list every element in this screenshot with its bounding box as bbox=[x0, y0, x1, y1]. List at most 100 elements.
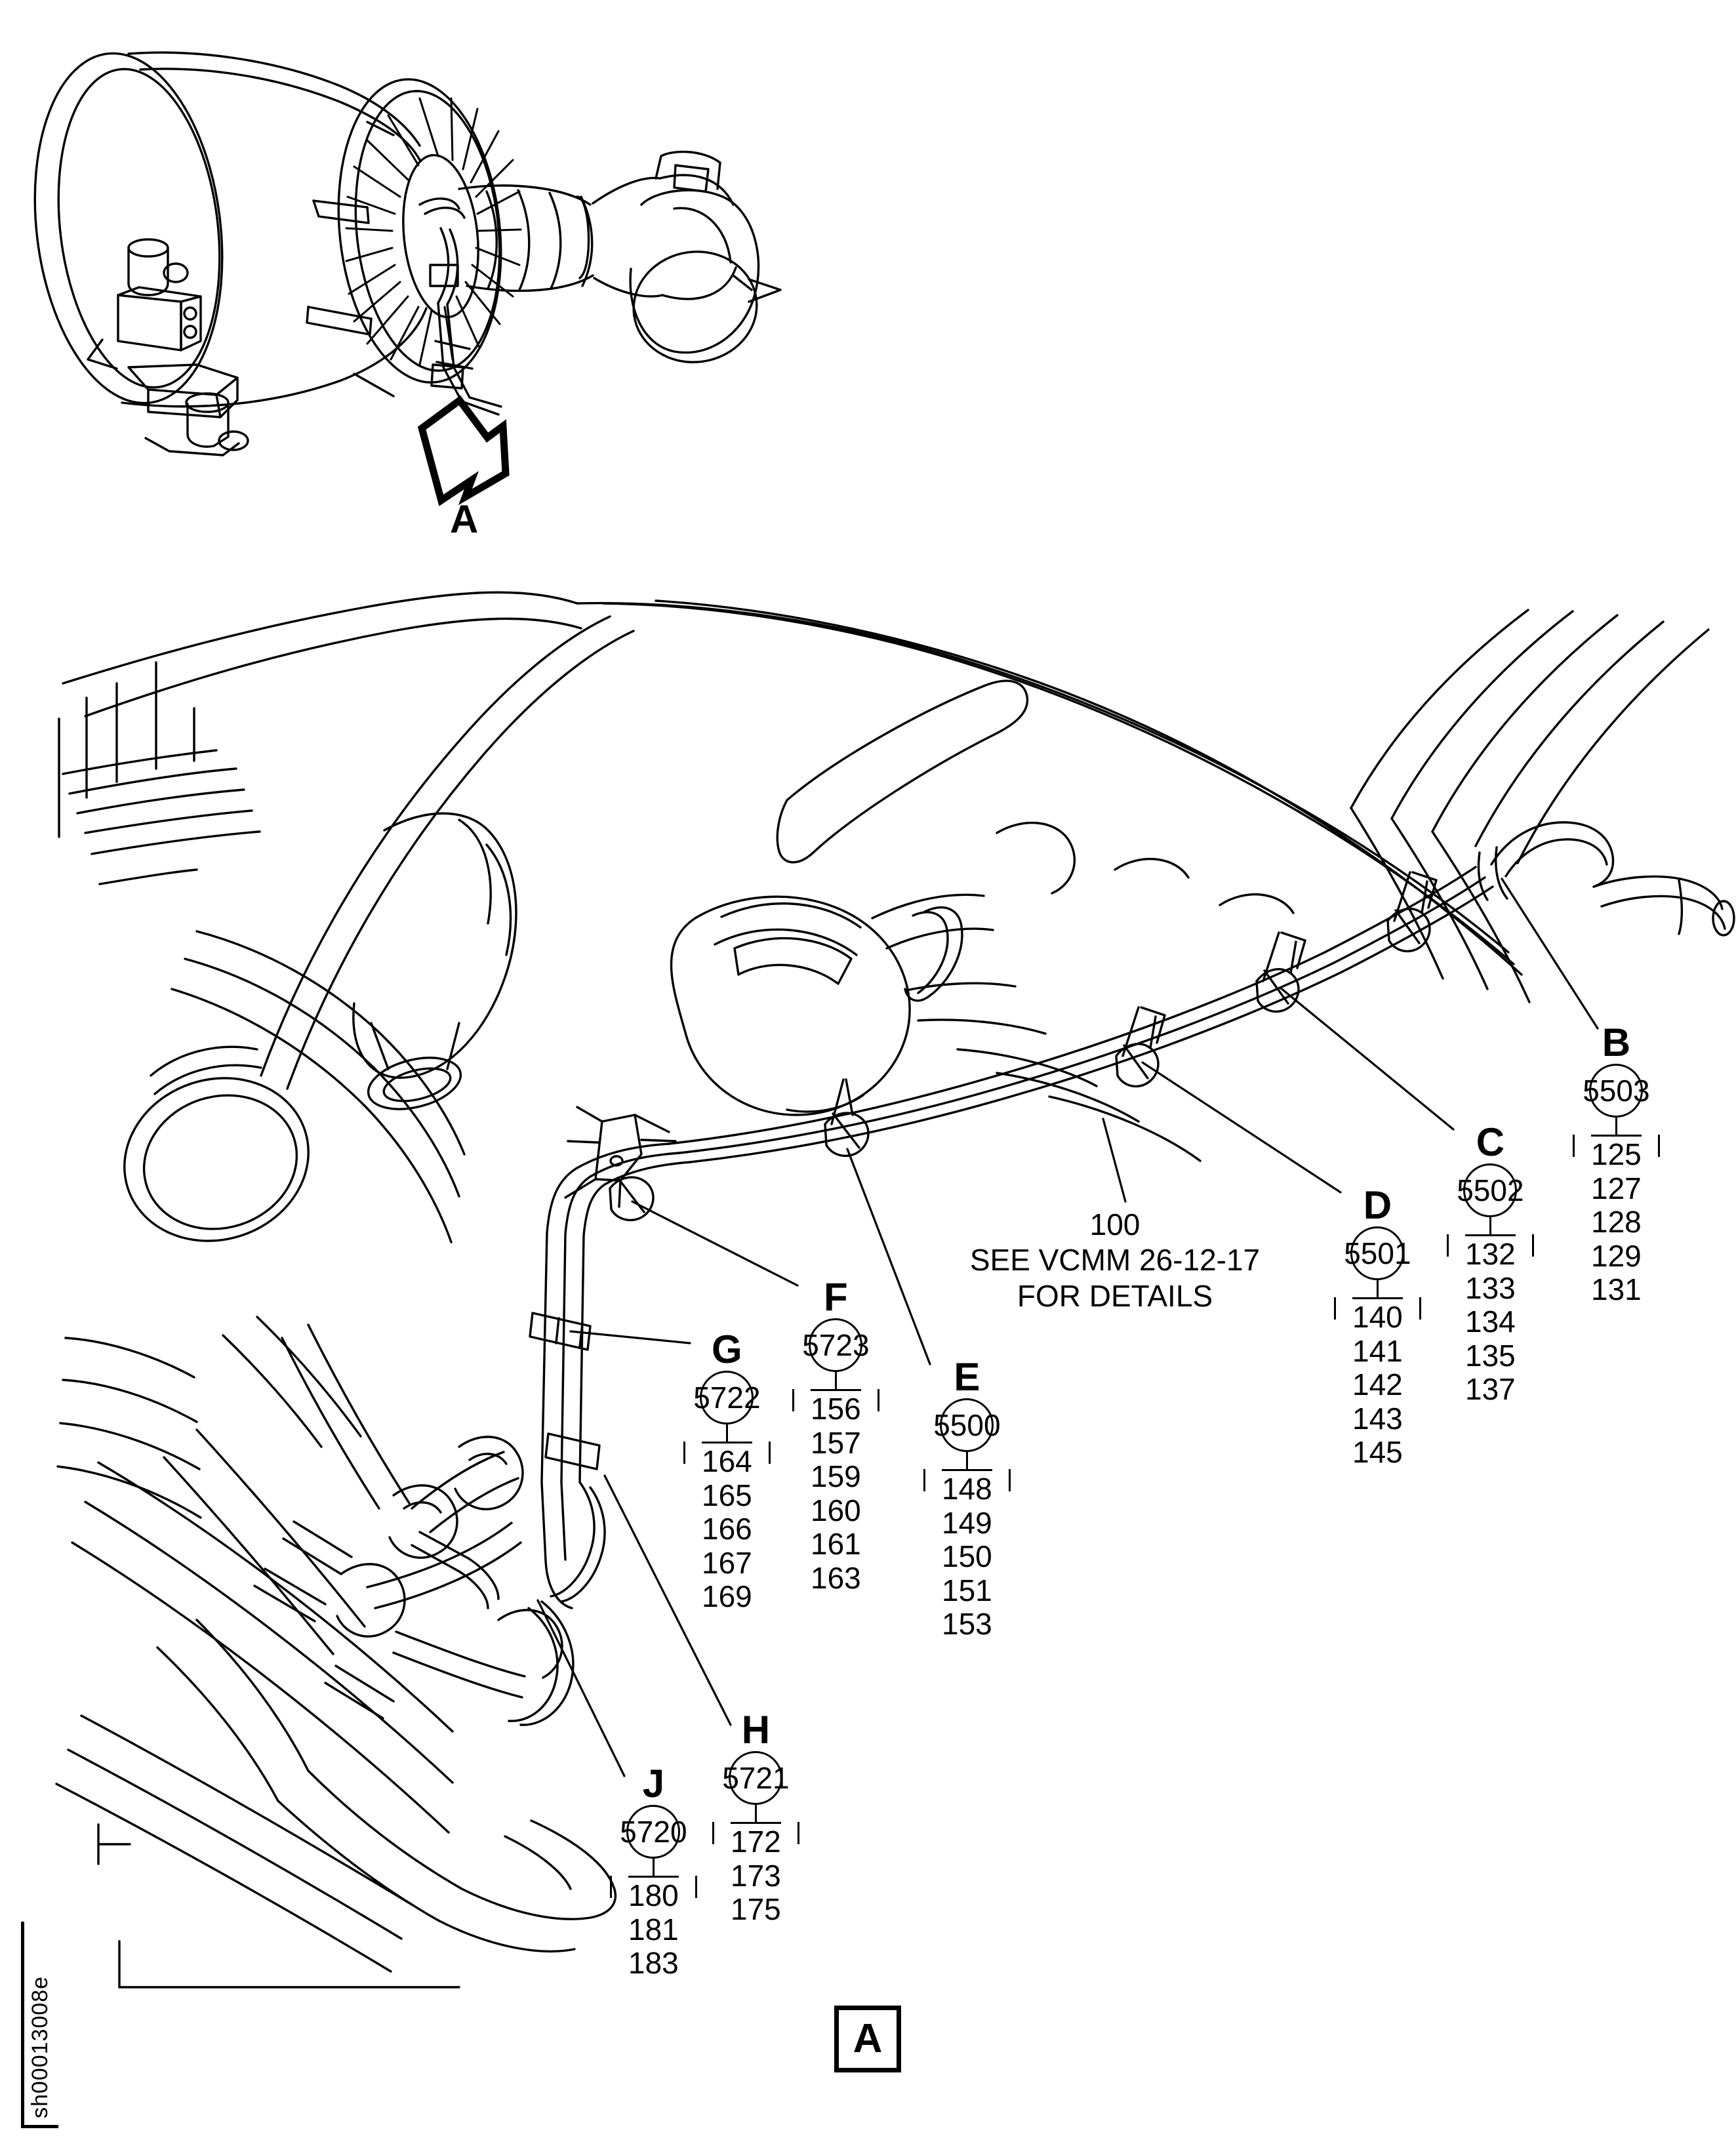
callout-e: E 5500 148 149 150 151 153 bbox=[923, 1358, 1011, 1642]
callout-h-items: 172 173 175 bbox=[712, 1822, 799, 1927]
callout-e-letter: E bbox=[954, 1355, 980, 1399]
callout-j-stem bbox=[652, 1859, 655, 1876]
callout-b-item-1: 127 bbox=[1591, 1171, 1642, 1205]
callout-b-stem bbox=[1615, 1118, 1617, 1135]
callout-j-bubble: 5720 bbox=[620, 1805, 687, 1859]
callout-b-item-3: 129 bbox=[1591, 1238, 1642, 1273]
callout-g-item-2: 166 bbox=[702, 1512, 752, 1546]
callout-j-bracket-bar bbox=[628, 1876, 679, 1878]
callout-c: C 5502 132 133 134 135 137 bbox=[1447, 1123, 1534, 1407]
callout-h-bracket: 172 bbox=[712, 1822, 799, 1859]
callout-d-item-0: 140 bbox=[1352, 1300, 1403, 1334]
callout-b-item-2: 128 bbox=[1591, 1205, 1642, 1240]
callout-f-bracket: 156 bbox=[792, 1389, 879, 1426]
callout-c-item-2: 134 bbox=[1465, 1304, 1516, 1339]
callout-d-item-3: 143 bbox=[1352, 1401, 1403, 1436]
callout-b-items: 125 127 128 129 131 bbox=[1573, 1135, 1660, 1307]
callout-c-item-0: 132 bbox=[1465, 1237, 1516, 1271]
view-arrow-label: A bbox=[450, 497, 479, 541]
callout-f-item-0: 156 bbox=[811, 1392, 861, 1426]
callout-c-letter: C bbox=[1476, 1120, 1505, 1164]
callout-g-letter: G bbox=[712, 1327, 742, 1371]
callout-d-letter: D bbox=[1363, 1183, 1392, 1227]
callout-e-bracket-bar bbox=[942, 1469, 992, 1471]
callout-g-bracket: 164 bbox=[683, 1442, 771, 1479]
callout-f-letter: F bbox=[824, 1275, 848, 1319]
callout-d-bracket-bar bbox=[1352, 1297, 1403, 1299]
callout-b-item-4: 131 bbox=[1591, 1272, 1642, 1307]
callout-h-item-1: 173 bbox=[731, 1858, 781, 1893]
callout-j-letter: J bbox=[642, 1762, 665, 1806]
view-identifier-box: A bbox=[834, 2006, 901, 2072]
callout-h-bracket-bar bbox=[731, 1822, 781, 1824]
sheet-id-label: sh00013008e bbox=[28, 1975, 52, 2118]
callout-h-item-2: 175 bbox=[731, 1892, 781, 1927]
callout-c-stem bbox=[1489, 1217, 1491, 1234]
callout-f-items: 156 157 159 160 161 163 bbox=[792, 1389, 879, 1595]
callout-f-item-5: 163 bbox=[811, 1560, 861, 1595]
callout-f: F 5723 156 157 159 160 161 163 bbox=[792, 1278, 879, 1595]
callout-f-stem bbox=[834, 1372, 837, 1389]
callout-d-bubble: 5501 bbox=[1344, 1226, 1411, 1280]
callout-e-item-3: 151 bbox=[942, 1573, 992, 1607]
callout-c-bracket: 132 bbox=[1447, 1234, 1534, 1272]
callout-e-item-1: 149 bbox=[942, 1505, 992, 1540]
callout-c-bracket-bar bbox=[1465, 1234, 1516, 1236]
callout-g-items: 164 165 166 167 169 bbox=[683, 1442, 771, 1614]
callout-d-stem bbox=[1376, 1280, 1379, 1297]
callout-e-items: 148 149 150 151 153 bbox=[923, 1469, 1011, 1642]
callout-j-item-0: 180 bbox=[628, 1878, 679, 1912]
callout-d-item-2: 142 bbox=[1352, 1367, 1403, 1402]
callout-c-items: 132 133 134 135 137 bbox=[1447, 1234, 1534, 1407]
callout-g: G 5722 164 165 166 167 169 bbox=[683, 1330, 771, 1614]
callout-f-item-2: 159 bbox=[811, 1459, 861, 1494]
callout-b-bubble: 5503 bbox=[1583, 1064, 1650, 1118]
callout-h-item-0: 172 bbox=[731, 1825, 781, 1859]
callout-f-bubble: 5723 bbox=[802, 1318, 870, 1372]
callout-h: H 5721 172 173 175 bbox=[712, 1710, 799, 1927]
callout-d: D 5501 140 141 142 143 145 bbox=[1334, 1186, 1421, 1470]
callout-g-bubble: 5722 bbox=[693, 1371, 761, 1424]
callout-d-item-1: 141 bbox=[1352, 1333, 1403, 1368]
callout-g-bracket-bar bbox=[702, 1442, 752, 1443]
callout-j-item-1: 181 bbox=[628, 1912, 679, 1947]
callout-e-item-0: 148 bbox=[942, 1472, 992, 1506]
callout-b-bracket: 125 bbox=[1573, 1135, 1660, 1172]
callout-e-bracket: 148 bbox=[923, 1469, 1011, 1506]
callout-d-item-4: 145 bbox=[1352, 1435, 1403, 1470]
callout-c-bubble: 5502 bbox=[1457, 1163, 1524, 1217]
callout-b: B 5503 125 127 128 129 131 bbox=[1573, 1023, 1660, 1307]
callout-j: J 5720 180 181 183 bbox=[610, 1764, 697, 1981]
callout-h-letter: H bbox=[741, 1708, 771, 1752]
callout-h-stem bbox=[754, 1805, 757, 1822]
callout-c-item-1: 133 bbox=[1465, 1270, 1516, 1305]
callout-b-letter: B bbox=[1602, 1020, 1631, 1064]
callout-d-items: 140 141 142 143 145 bbox=[1334, 1297, 1421, 1470]
callout-j-items: 180 181 183 bbox=[610, 1876, 697, 1981]
callout-f-item-1: 157 bbox=[811, 1425, 861, 1460]
callout-h-bubble: 5721 bbox=[722, 1751, 790, 1805]
see-vcmm-note: 100 SEE VCMM 26-12-17 FOR DETAILS bbox=[969, 1207, 1261, 1313]
callout-f-item-3: 160 bbox=[811, 1493, 861, 1527]
callout-f-item-4: 161 bbox=[811, 1527, 861, 1562]
callout-g-item-4: 169 bbox=[702, 1579, 752, 1614]
callout-j-bracket: 180 bbox=[610, 1876, 697, 1913]
callout-g-item-3: 167 bbox=[702, 1545, 752, 1580]
callout-c-item-4: 137 bbox=[1465, 1372, 1516, 1407]
callout-f-bracket-bar bbox=[811, 1389, 861, 1391]
callout-g-stem bbox=[725, 1424, 728, 1442]
callout-e-stem bbox=[965, 1452, 968, 1469]
callout-b-item-0: 125 bbox=[1591, 1137, 1642, 1171]
callout-e-item-4: 153 bbox=[942, 1607, 992, 1642]
callout-e-item-2: 150 bbox=[942, 1539, 992, 1574]
callout-g-item-1: 165 bbox=[702, 1478, 752, 1512]
callout-c-item-3: 135 bbox=[1465, 1338, 1516, 1373]
callout-e-bubble: 5500 bbox=[933, 1398, 1001, 1452]
sheet-id-bracket bbox=[21, 1922, 58, 2128]
callout-b-bracket-bar bbox=[1591, 1135, 1642, 1137]
